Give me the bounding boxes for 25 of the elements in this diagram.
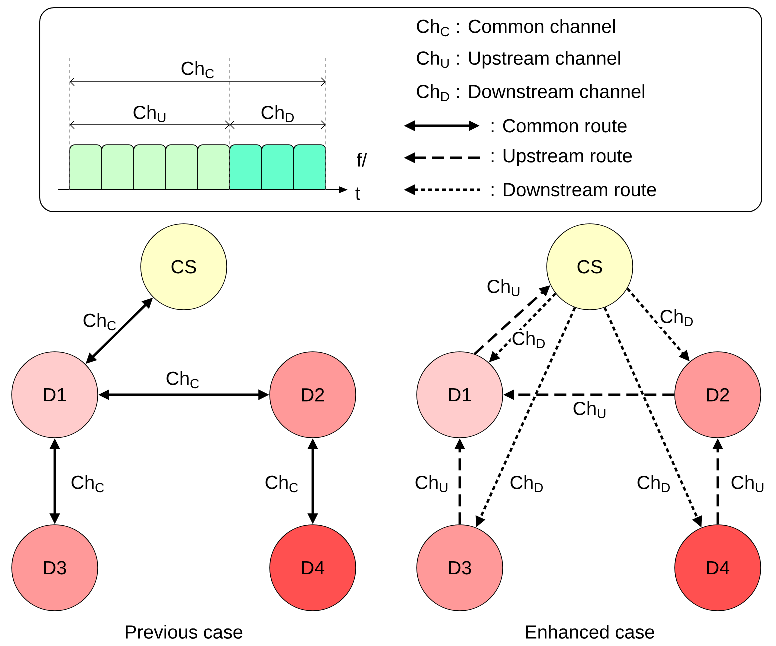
channel-definition: Ch$_{D}$ : Downstream channel xyxy=(417,84,644,102)
case-caption: Previous case xyxy=(126,625,243,639)
legend-text: : Upstream route xyxy=(492,150,632,166)
edge-label: Ch$_{U}$ xyxy=(732,475,764,492)
edge-label: Ch$_{U}$ xyxy=(574,401,606,418)
dimension-label: Ch$_{D}$ xyxy=(262,106,294,122)
edge-label: Ch$_{C}$ xyxy=(72,475,104,493)
channel-definition: Ch$_{U}$ : Upstream channel xyxy=(417,51,620,69)
channel-definition: Ch$_{C}$ : Common channel xyxy=(417,19,616,37)
edge-label: Ch$_{D}$ xyxy=(510,476,543,492)
edge-label: Ch$_{D}$ xyxy=(512,332,545,348)
edge-label: Ch$_{U}$ xyxy=(416,475,448,492)
case-caption: Enhanced case xyxy=(526,625,654,639)
dimension-label: Ch$_{U}$ xyxy=(134,105,166,122)
legend-text: : Downstream route xyxy=(492,183,656,197)
edge-label: Ch$_{C}$ xyxy=(166,371,200,389)
dimension-label: Ch$_{C}$ xyxy=(182,61,214,79)
edge-label: Ch$_{C}$ xyxy=(266,475,298,493)
edge-label: Ch$_{U}$ xyxy=(488,279,520,296)
axis-label: f/ xyxy=(357,153,368,167)
axis-label: t xyxy=(356,188,360,200)
edge-label: Ch$_{D}$ xyxy=(638,476,670,492)
edge-label: Ch$_{C}$ xyxy=(84,313,116,331)
legend-text: : Common route xyxy=(492,119,627,133)
edge-label: Ch$_{D}$ xyxy=(660,310,693,326)
